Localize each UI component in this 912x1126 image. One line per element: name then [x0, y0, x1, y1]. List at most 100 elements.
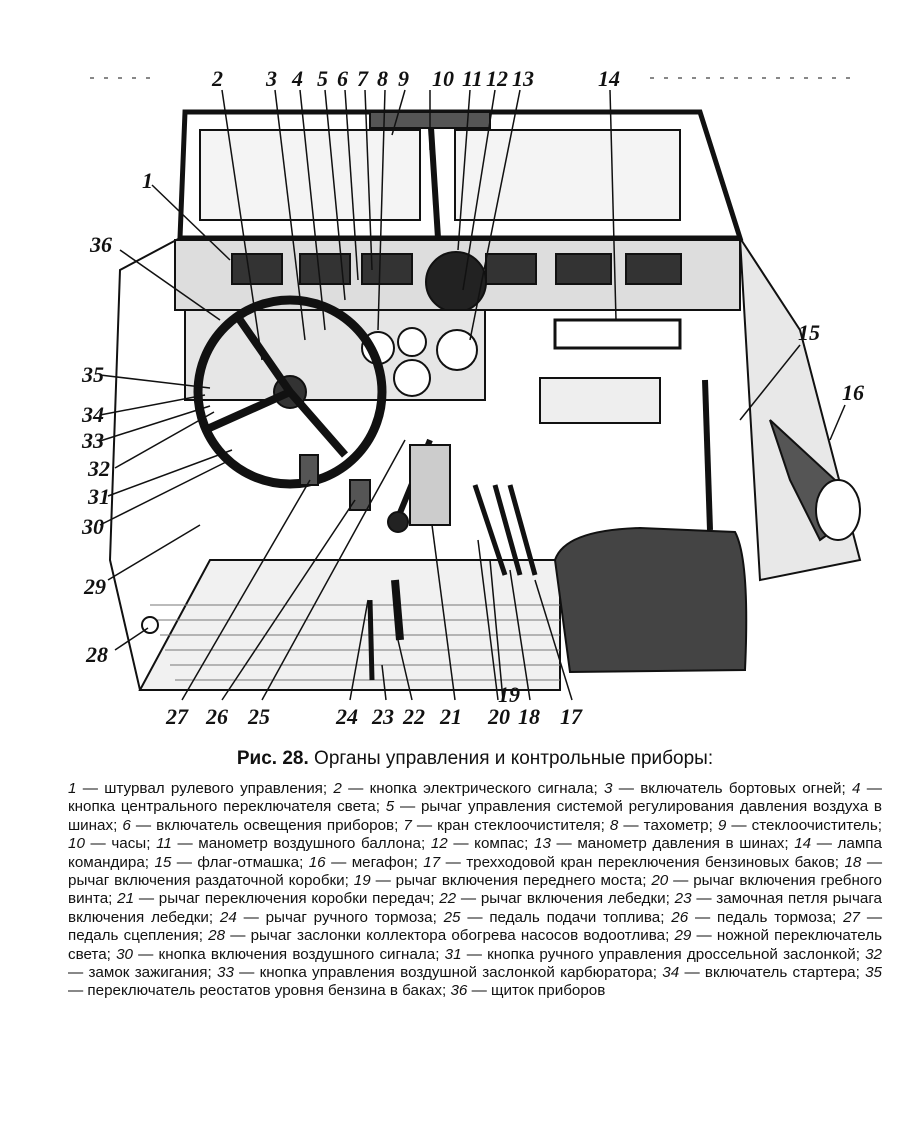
legend-number: 23: [674, 890, 692, 908]
figure-caption: Рис. 28. Органы управления и контрольные…: [60, 748, 890, 770]
legend-item: 28 — рычаг заслонки коллектора обогрева …: [208, 927, 674, 944]
num-16: 16: [842, 380, 864, 405]
legend-text: — лампа командира;: [68, 835, 882, 871]
num-13: 13: [512, 66, 534, 91]
legend-item: 22 — рычаг включения лебедки;: [439, 890, 674, 907]
legend-number: 25: [443, 908, 461, 926]
legend-item: 15 — флаг-отмашка;: [154, 854, 308, 871]
legend-item: 12 — компас;: [431, 835, 534, 852]
clutch-pedal: [299, 454, 319, 486]
legend-number: 22: [439, 890, 457, 908]
legend-number: 14: [794, 835, 812, 853]
num-17: 17: [560, 704, 583, 729]
num-19: 19: [498, 682, 520, 707]
legend-text: — манометр давления в шинах;: [550, 835, 795, 853]
legend-item: 13 — манометр давления в шинах;: [534, 835, 794, 852]
floor-boards: [150, 604, 560, 681]
legend-item: 4 — кнопка центрального переключателя св…: [68, 780, 882, 815]
caption-title: Органы управления и контрольные приборы:: [314, 748, 714, 769]
transfer-levers: [472, 484, 538, 576]
legend-text: — включатель освещения приборов;: [130, 816, 404, 834]
vent-6: [625, 253, 682, 285]
legend-text: — трехходовой кран переключения бензинов…: [440, 853, 845, 871]
legend-text: — мегафон;: [325, 853, 424, 871]
legend-number: 18: [844, 853, 862, 871]
num-12: 12: [486, 66, 508, 91]
num-14: 14: [598, 66, 620, 91]
legend-text: — рычаг включения гребного винта;: [68, 872, 882, 908]
legend-text: — тахометр;: [618, 816, 718, 834]
gear-knob: [387, 511, 409, 533]
legend-item: 8 — тахометр;: [610, 817, 718, 834]
flag-stick: [702, 379, 713, 531]
legend-number: 27: [843, 908, 860, 926]
legend-number: 8: [609, 816, 619, 834]
legend-text: — щиток приборов: [467, 982, 606, 1000]
num-25: 25: [247, 704, 270, 729]
legend-number: 6: [122, 816, 131, 834]
num-21: 21: [439, 704, 462, 729]
legend-text: — включатель стартера;: [679, 964, 866, 982]
legend-item: 30 — кнопка включения воздушного сигнала…: [116, 946, 445, 963]
num-20: 20: [487, 704, 510, 729]
cab-floor: [138, 559, 561, 691]
num-22: 22: [402, 704, 425, 729]
tire-gauge: [436, 329, 478, 371]
legend-number: 30: [116, 945, 133, 963]
legend-text: — рычаг переключения коробки передач;: [134, 890, 440, 908]
vent-4: [485, 253, 537, 285]
legend-number: 11: [156, 835, 172, 853]
legend-text: — педаль сцепления;: [68, 908, 883, 945]
legend-number: 32: [865, 945, 883, 963]
num-9: 9: [398, 66, 409, 91]
legend-item: 11 — манометр воздушного баллона;: [156, 835, 431, 852]
steering-wheel: [193, 295, 387, 489]
num-30: 30: [81, 514, 104, 539]
num-1: 1: [142, 168, 153, 193]
legend-text: — кран стеклоочистителя;: [411, 816, 610, 834]
cockpit-illustration: 1 2 3 4 5 6 7 8 9 10 11 12 13 14 15 16 1…: [81, 66, 864, 729]
legend-text: — компас;: [447, 835, 534, 853]
legend-number: 12: [430, 835, 448, 853]
num-15: 15: [798, 320, 820, 345]
legend-text: — рычаг включения раздаточной коробки;: [68, 853, 883, 890]
cockpit-drawing: 1 2 3 4 5 6 7 8 9 10 11 12 13 14 15 16 1…: [81, 66, 864, 729]
legend-item: 24 — рычаг ручного тормоза;: [220, 909, 444, 926]
throttle-pedal: [409, 444, 451, 526]
windshield-right-glass: [454, 129, 681, 221]
legend-number: 19: [353, 872, 371, 890]
num-3: 3: [265, 66, 277, 91]
legend-text: — рычаг включения лебедки;: [456, 890, 675, 908]
legend-number: 35: [865, 964, 882, 982]
legend-number: 2: [333, 780, 342, 797]
legend-text: — переключатель реостатов уровня бензина…: [68, 982, 451, 1000]
legend-text: — ножной переключатель света;: [68, 927, 882, 963]
legend-text: — часы;: [84, 835, 157, 853]
legend-text: — кнопка электрического сигнала;: [341, 780, 604, 797]
num-18: 18: [518, 704, 540, 729]
legend-text: — рычаг заслонки коллектора обогрева нас…: [225, 927, 675, 945]
callout-numbers: 1 2 3 4 5 6 7 8 9 10 11 12 13 14 15 16 1…: [81, 66, 864, 729]
legend-item: 23 — замочная петля рычага включения леб…: [68, 890, 882, 925]
legend-number: 4: [852, 780, 861, 797]
driver-seat: [553, 526, 748, 674]
legend-item: 5 — рычаг управления системой регулирова…: [68, 798, 882, 833]
legend-number: 16: [308, 853, 326, 871]
num-32: 32: [87, 456, 110, 481]
legend-number: 34: [662, 964, 680, 982]
legend-number: 21: [117, 890, 135, 908]
vent-3: [361, 253, 413, 285]
num-6: 6: [337, 66, 348, 91]
num-7: 7: [357, 66, 369, 91]
legend-item: 17 — трехходовой кран переключения бензи…: [423, 854, 844, 871]
legend-item: 34 — включатель стартера;: [662, 964, 865, 981]
legend-text: — кнопка ручного управления дроссельной …: [461, 945, 866, 963]
legend-item: 27 — педаль сцепления;: [68, 909, 882, 944]
legend-text: — манометр воздушного баллона;: [171, 835, 431, 853]
legend-item: 10 — часы;: [68, 835, 156, 852]
legend-item: 19 — рычаг включения переднего моста;: [354, 872, 652, 889]
num-10: 10: [432, 66, 454, 91]
handbrake-lever: [367, 599, 375, 681]
num-29: 29: [83, 574, 106, 599]
legend-number: 31: [444, 945, 462, 963]
